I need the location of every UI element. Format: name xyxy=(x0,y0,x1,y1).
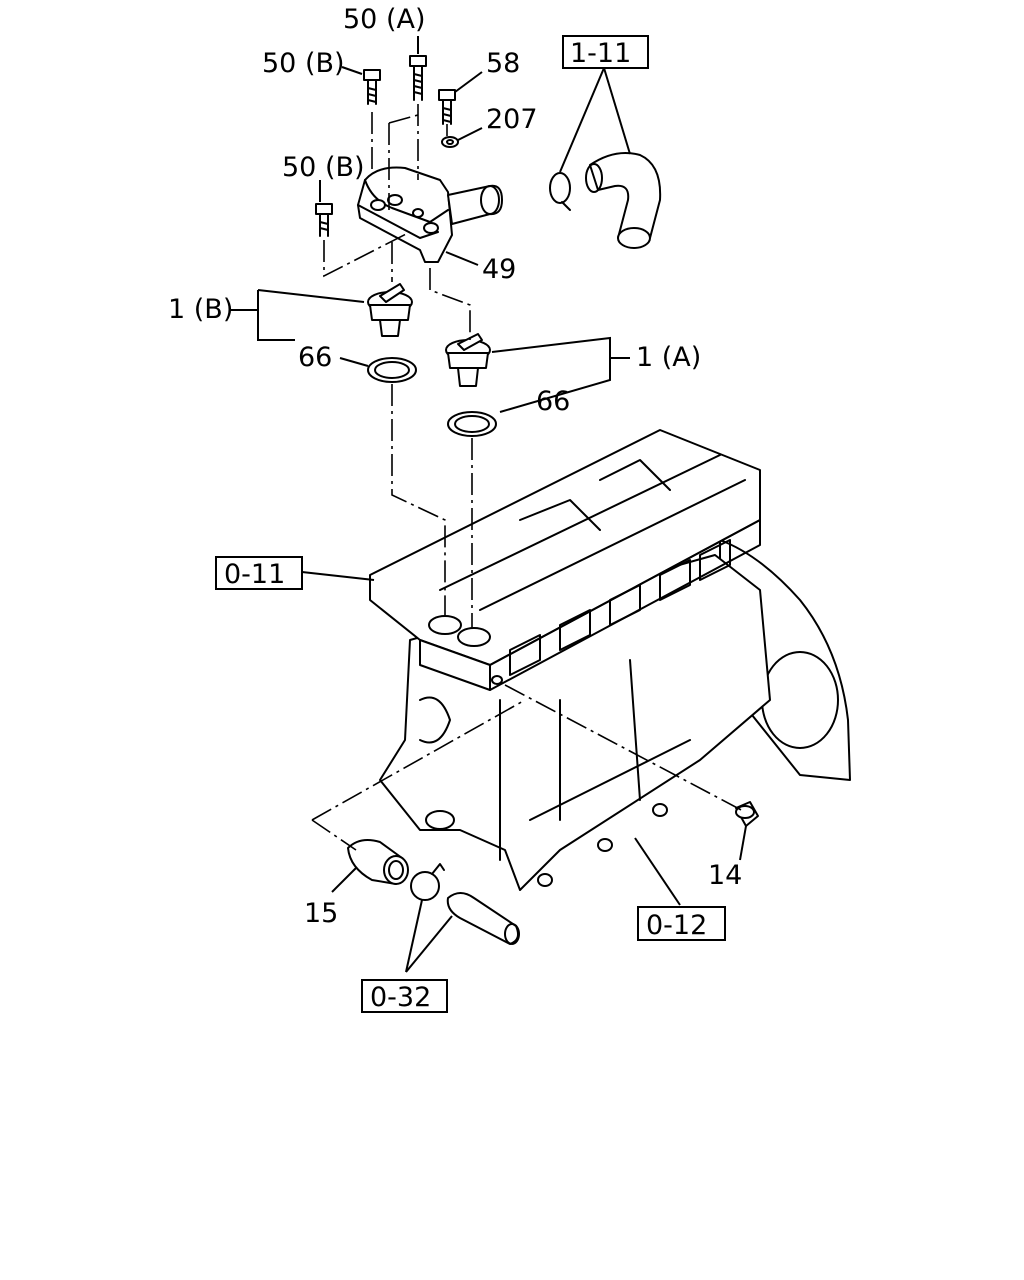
leader-lines xyxy=(230,36,747,973)
label-15: 15 xyxy=(304,898,338,929)
label-50a: 50 (A) xyxy=(343,4,425,35)
assembly-lines xyxy=(311,104,746,851)
label-207: 207 xyxy=(486,104,538,135)
label-66-right: 66 xyxy=(536,386,570,417)
ref-label-1-11: 1-11 xyxy=(570,38,631,69)
ref-box-1-11[interactable]: 1-11 xyxy=(562,35,649,69)
engine-block xyxy=(369,429,851,891)
hose-lower xyxy=(446,892,520,945)
bolt-50b-left xyxy=(315,203,333,237)
ref-label-0-12: 0-12 xyxy=(646,910,707,941)
bolt-58 xyxy=(438,89,456,125)
label-1b: 1 (B) xyxy=(168,294,233,325)
ref-label-0-11: 0-11 xyxy=(224,559,285,590)
ref-label-0-32: 0-32 xyxy=(370,982,431,1013)
label-49: 49 xyxy=(482,254,516,285)
thermostat-1a xyxy=(445,333,491,387)
bolt-50a xyxy=(409,55,427,101)
connector-15 xyxy=(347,839,409,885)
ref-box-0-32[interactable]: 0-32 xyxy=(361,979,448,1013)
label-66-left: 66 xyxy=(298,342,332,373)
hose-upper xyxy=(585,152,662,249)
label-14: 14 xyxy=(708,860,742,891)
plug-14 xyxy=(735,801,759,827)
thermostat-housing xyxy=(357,166,503,263)
gasket-66-right xyxy=(447,411,497,437)
thermostat-1b xyxy=(367,283,413,337)
clamp-upper xyxy=(549,172,571,211)
ref-box-0-11[interactable]: 0-11 xyxy=(215,556,303,590)
label-50b-left: 50 (B) xyxy=(282,152,365,183)
gasket-66-left xyxy=(367,357,417,383)
clamp-lower xyxy=(410,863,445,901)
ref-box-0-12[interactable]: 0-12 xyxy=(637,906,726,941)
bolt-50b-top xyxy=(363,69,381,105)
label-58: 58 xyxy=(486,48,520,79)
label-50b-top: 50 (B) xyxy=(262,48,345,79)
washer-207 xyxy=(441,136,459,148)
label-1a: 1 (A) xyxy=(636,342,701,373)
